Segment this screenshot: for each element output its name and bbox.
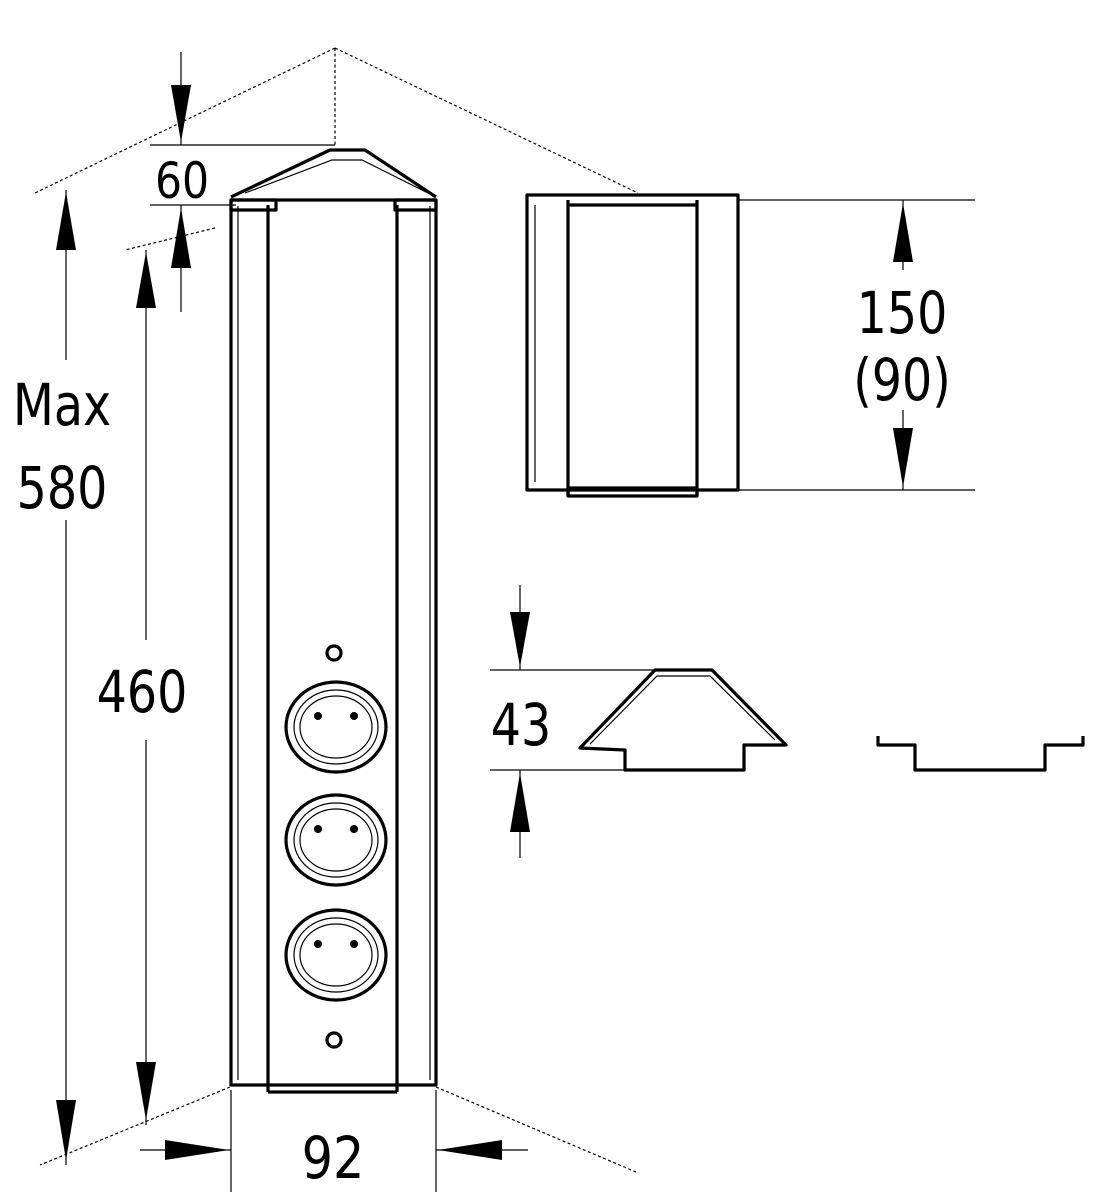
- screw-hole-top: [325, 644, 343, 662]
- corner-guide-lines: [34, 47, 639, 1173]
- cover-profile-view: [578, 668, 788, 772]
- socket-outlet: [284, 908, 388, 1002]
- max-label: Max: [13, 371, 111, 439]
- dimension-max-height: Max 580: [13, 190, 111, 1165]
- dimension-cover-height: 150 (90): [853, 200, 951, 490]
- dimension-depth: 60: [150, 52, 335, 312]
- socket-outlet: [284, 680, 388, 774]
- depth-value: 60: [155, 152, 209, 210]
- width-value: 92: [302, 1124, 365, 1192]
- socket-outlets: [284, 680, 388, 1002]
- power-strip-front-view: [229, 148, 438, 1094]
- mounting-rail-profile: [876, 736, 1085, 772]
- cover-height-alt-value: (90): [853, 346, 951, 414]
- screw-hole-bottom: [325, 1031, 343, 1049]
- dimension-width: 92: [140, 1090, 528, 1192]
- cover-height-value: 150: [857, 279, 948, 347]
- profile-height-value: 43: [491, 691, 552, 759]
- max-value: 580: [17, 454, 108, 522]
- cover-side-view: [525, 193, 975, 498]
- visible-height-value: 460: [97, 658, 188, 726]
- dimension-visible-height: 460: [97, 250, 188, 1125]
- dimension-profile-height: 43: [490, 585, 655, 858]
- socket-outlet: [284, 793, 388, 887]
